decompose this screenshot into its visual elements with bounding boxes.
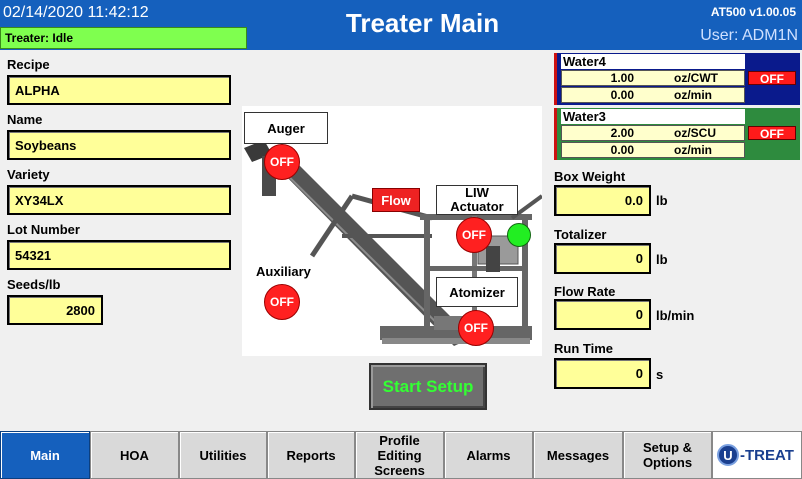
treater-machine-illustration — [244, 140, 544, 346]
totalizer-value[interactable]: 0 — [554, 243, 651, 274]
water4-rate-unit: oz/CWT — [674, 71, 718, 85]
liw-label-line2: Actuator — [450, 199, 504, 214]
tab-profile-line1: Profile — [379, 432, 420, 448]
water4-rate-value: 1.00 — [610, 71, 634, 85]
seeds-per-lb-label: Seeds/lb — [7, 277, 61, 292]
water4-panel[interactable]: Water4 1.00 oz/CWT OFF 0.00 oz/min — [554, 53, 800, 105]
water3-flow-value: 0.00 — [610, 143, 634, 157]
auger-label: Auger — [244, 112, 328, 144]
liw-actuator-off-button[interactable]: OFF — [456, 217, 492, 253]
name-field[interactable]: Soybeans — [7, 130, 231, 160]
water4-flow-unit: oz/min — [674, 88, 712, 102]
water4-flow-row: 0.00 oz/min — [561, 87, 745, 103]
flow-rate-unit: lb/min — [656, 308, 695, 323]
flow-rate-value: 0 — [554, 299, 651, 330]
water3-rate-value: 2.00 — [610, 126, 634, 140]
water3-off-button[interactable]: OFF — [748, 126, 796, 141]
tab-setup-line1: Setup & — [642, 440, 693, 455]
user-label[interactable]: User: ADM1N — [700, 27, 798, 44]
run-time-unit: s — [656, 367, 664, 382]
start-setup-button[interactable]: Start Setup — [369, 363, 487, 410]
lot-number-field[interactable]: 54321 — [7, 240, 231, 270]
run-time-label: Run Time — [554, 341, 613, 356]
datetime-display: 02/14/2020 11:42:12 — [3, 4, 149, 21]
water3-flow-unit: oz/min — [674, 143, 712, 157]
variety-field[interactable]: XY34LX — [7, 185, 231, 215]
tab-setup-line2: Options — [642, 455, 693, 470]
recipe-label: Recipe — [7, 57, 50, 72]
water4-rate-row: 1.00 oz/CWT — [561, 70, 745, 86]
run-time-value: 0 — [554, 358, 651, 389]
water3-panel[interactable]: Water3 2.00 oz/SCU OFF 0.00 oz/min — [554, 108, 800, 160]
treater-status-badge: Treater: Idle — [0, 27, 247, 49]
tab-setup-options[interactable]: Setup & Options — [623, 431, 712, 479]
liw-actuator-label: LIW Actuator — [436, 185, 518, 215]
tab-profile-editing-screens[interactable]: Profile Editing Screens — [355, 431, 444, 479]
water3-rate-row: 2.00 oz/SCU — [561, 125, 745, 141]
seeds-per-lb-field[interactable]: 2800 — [7, 295, 103, 325]
name-label: Name — [7, 112, 43, 127]
water4-title: Water4 — [561, 54, 745, 69]
tab-profile-line2: Editing — [377, 447, 422, 463]
lot-number-label: Lot Number — [7, 222, 80, 237]
logo-u-mark: U — [717, 444, 739, 466]
tab-reports[interactable]: Reports — [267, 431, 355, 479]
tab-profile-line3: Screens — [374, 462, 425, 478]
u-treat-logo: U -TREAT — [712, 431, 802, 479]
liw-status-light — [507, 223, 531, 247]
water3-rate-unit: oz/SCU — [674, 126, 716, 140]
page-title: Treater Main — [345, 8, 500, 38]
auger-off-button[interactable]: OFF — [264, 144, 300, 180]
tab-messages[interactable]: Messages — [533, 431, 623, 479]
water4-off-button[interactable]: OFF — [748, 71, 796, 86]
variety-label: Variety — [7, 167, 50, 182]
recipe-field[interactable]: ALPHA — [7, 75, 231, 105]
tab-utilities[interactable]: Utilities — [179, 431, 267, 479]
atomizer-off-button[interactable]: OFF — [458, 310, 494, 346]
liw-label-line1: LIW — [465, 185, 489, 200]
tab-hoa[interactable]: HOA — [90, 431, 179, 479]
box-weight-label: Box Weight — [554, 169, 626, 184]
water4-flow-value: 0.00 — [610, 88, 634, 102]
totalizer-unit: lb — [656, 252, 668, 267]
water3-flow-row: 0.00 oz/min — [561, 142, 745, 158]
flow-rate-label: Flow Rate — [554, 284, 616, 299]
auxiliary-label: Auxiliary — [256, 264, 311, 279]
flow-button[interactable]: Flow — [372, 188, 420, 212]
tab-main[interactable]: Main — [0, 431, 90, 479]
auxiliary-off-button[interactable]: OFF — [264, 284, 300, 320]
atomizer-label: Atomizer — [436, 277, 518, 307]
totalizer-label: Totalizer — [554, 227, 607, 242]
version-label: AT500 v1.00.05 — [710, 5, 796, 19]
box-weight-unit: lb — [656, 193, 668, 208]
tab-alarms[interactable]: Alarms — [444, 431, 533, 479]
logo-text: -TREAT — [740, 446, 794, 464]
water3-title: Water3 — [561, 109, 745, 124]
box-weight-value: 0.0 — [554, 185, 651, 216]
